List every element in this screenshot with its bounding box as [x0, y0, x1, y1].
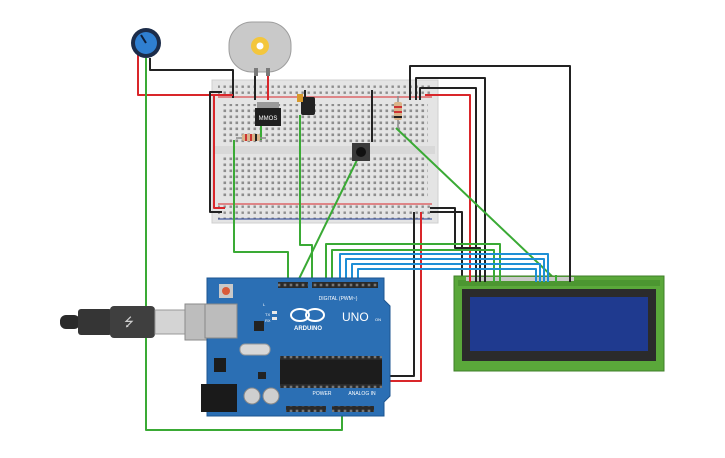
digital-header-left: [278, 282, 308, 288]
pushbutton-icon[interactable]: [352, 143, 370, 161]
lcd-pin-header: [466, 277, 574, 281]
wire-lcd-d6: [351, 263, 541, 285]
rx-label: RX: [265, 318, 271, 323]
power-label: POWER: [313, 391, 332, 397]
wire-lcd-gnd-1: [409, 65, 571, 280]
l-led-label: L: [263, 302, 266, 307]
svg-text:⭍: ⭍: [124, 315, 134, 329]
wire-lcd-d4: [339, 253, 549, 285]
analog-header: [332, 406, 374, 412]
breadboard-bottom-terminals: [222, 156, 428, 198]
wire-pot-wiper-a0: [145, 58, 343, 431]
potentiometer-icon[interactable]: [131, 28, 161, 58]
wire-left-vcc-bridge: [213, 94, 225, 209]
bottom-power-rail: [218, 205, 432, 219]
tx-label: TX: [265, 312, 270, 317]
wire-pot-vcc: [137, 55, 233, 96]
wires: [137, 55, 571, 431]
dc-motor-icon[interactable]: [228, 21, 292, 76]
atmega-chip: [280, 360, 382, 384]
wire-lcd-d7: [357, 268, 537, 285]
resistor-right[interactable]: [394, 96, 402, 128]
resistor-left[interactable]: [236, 134, 266, 141]
breadboard: [211, 79, 439, 224]
power-header: [286, 406, 326, 412]
wire-lcd-d5: [345, 258, 545, 285]
crystal: [239, 343, 271, 356]
lcd-display-16x2[interactable]: [453, 275, 665, 372]
wire-transistor-signal: [299, 115, 313, 285]
mosfet-label: MMOS: [259, 116, 278, 122]
arduino-uno-board[interactable]: DIGITAL (PWM~) ARDUINO UNO ON L TX RX: [201, 277, 391, 417]
wire-resistor-signal: [233, 140, 289, 285]
analog-label: ANALOG IN: [348, 391, 376, 397]
wire-pot-gnd: [149, 58, 234, 98]
wire-lcd-vcc: [425, 94, 471, 280]
arduino-logo: ARDUINO: [290, 308, 325, 332]
uno-label: UNO: [342, 310, 369, 324]
wire-button-signal: [295, 157, 359, 286]
breadboard-center-channel: [215, 146, 435, 154]
digital-header-label: DIGITAL (PWM~): [319, 296, 358, 302]
power-jack: [201, 384, 237, 412]
small-transistor[interactable]: [297, 94, 315, 115]
arduino-label: ARDUINO: [294, 326, 322, 332]
usb-cable-icon: ⭍: [60, 303, 220, 341]
lcd-screen: [470, 297, 648, 351]
top-power-rail: [218, 84, 432, 96]
on-led-label: ON: [375, 317, 381, 322]
wire-left-gnd-bridge: [209, 91, 222, 213]
lcd-wire-ends: [469, 275, 571, 282]
wire-lcd-gnd-3: [419, 87, 477, 280]
wire-rail-gnd-lcd: [430, 211, 463, 280]
wire-d-lcd-rs: [325, 243, 501, 285]
reset-button[interactable]: [222, 287, 230, 295]
digital-header-right: [312, 282, 378, 288]
wire-lcd-gnd-2: [415, 77, 486, 280]
mosfet-transistor[interactable]: MMOS: [255, 102, 281, 126]
